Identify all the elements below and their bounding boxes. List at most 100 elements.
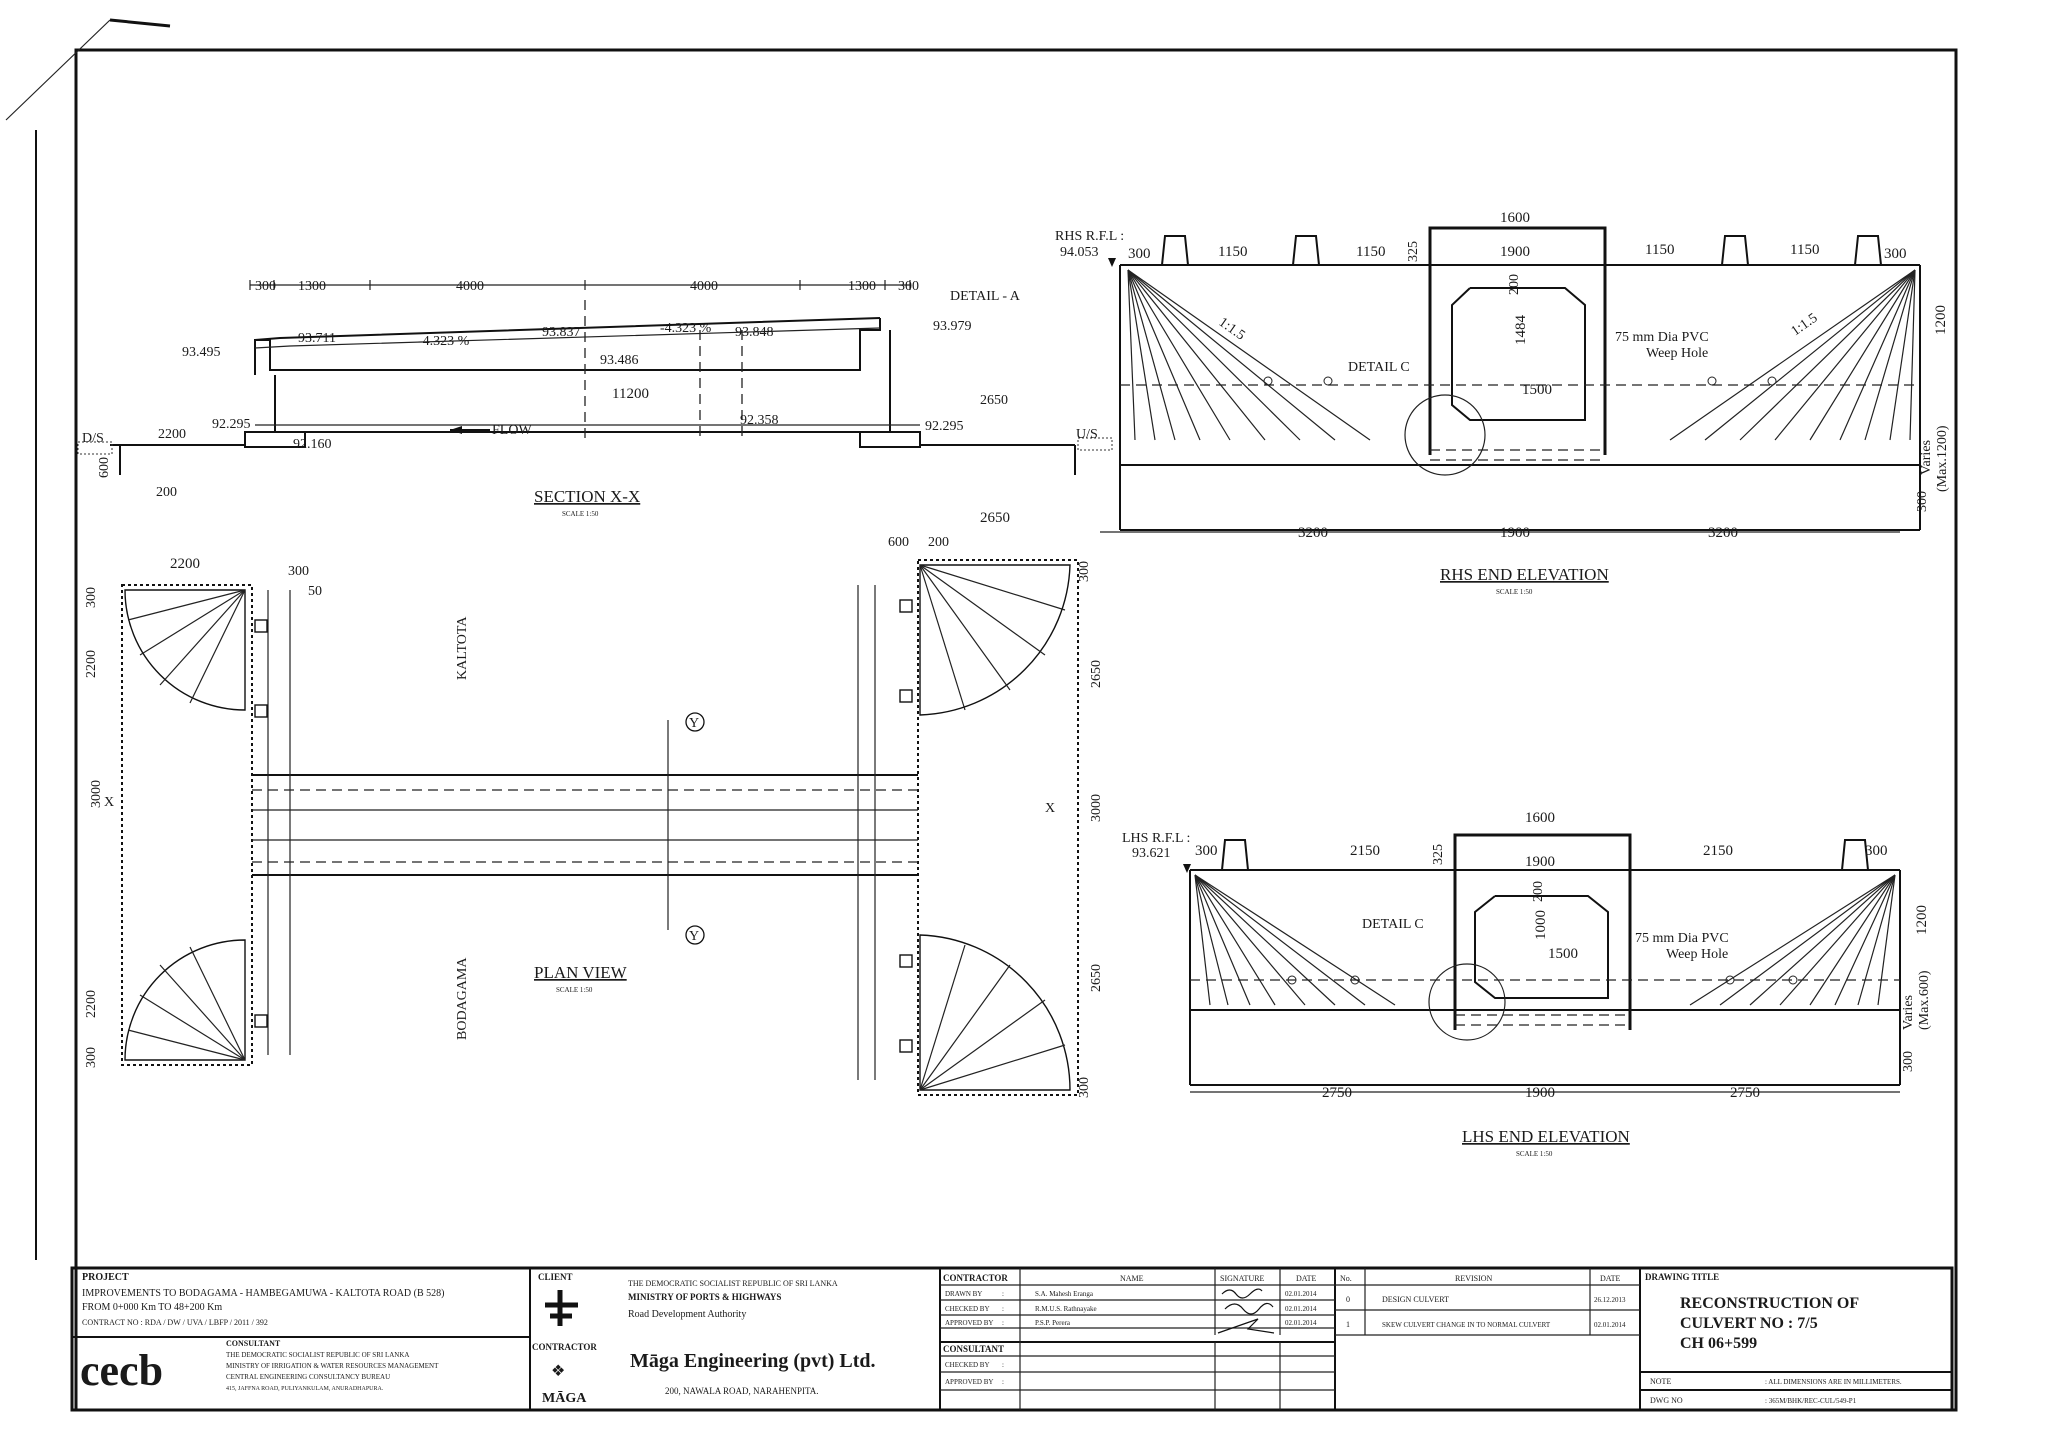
section-level: 92.160 [293, 437, 332, 452]
tb-contractor-name: Māga Engineering (pvt) Ltd. [630, 1350, 876, 1372]
rhs-vdim: 200 [1507, 274, 1522, 295]
tb-row-name: R.M.U.S. Rathnayake [1035, 1305, 1097, 1313]
rhs-varies: Varies [1919, 440, 1934, 475]
rhs-end-elevation: RHS R.F.L : 94.053 300 1150 1150 1600 19… [1055, 210, 1950, 596]
lhs-weep-text-2: Weep Hole [1666, 947, 1728, 962]
section-dim: 300 [898, 279, 919, 294]
section-level: 93.711 [298, 331, 336, 346]
tb-row-role: APPROVED BY [945, 1319, 993, 1327]
rhs-dim: 1900 [1500, 244, 1530, 260]
lhs-scale: SCALE 1:50 [1516, 1150, 1553, 1158]
plan-dim: 2200 [170, 556, 200, 572]
lhs-rfl-label: LHS R.F.L : [1122, 831, 1190, 846]
tb-contractor-addr: 200, NAWALA ROAD, NARAHENPITA. [665, 1386, 819, 1396]
tb-rev-no: 1 [1346, 1320, 1350, 1329]
section-level: 93.979 [933, 319, 972, 334]
plan-scale: SCALE 1:50 [556, 986, 593, 994]
section-level: 92.295 [212, 417, 251, 432]
rhs-rfl-label: RHS R.F.L : [1055, 229, 1124, 244]
tb-row-date: 02.01.2014 [1285, 1290, 1317, 1298]
sheet-border [5, 18, 1958, 1412]
tb-cons-role: CHECKED BY [945, 1361, 990, 1369]
rhs-dim: 1600 [1500, 210, 1530, 226]
tb-rev-text: SKEW CULVERT CHANGE IN TO NORMAL CULVERT [1382, 1321, 1551, 1329]
rhs-weep-text-1: 75 mm Dia PVC [1615, 330, 1709, 345]
plan-vdim: 2650 [1089, 660, 1104, 688]
lhs-vdim: 325 [1431, 844, 1446, 865]
plan-dim: 600 [888, 535, 909, 550]
tb-row-name: P.S.P. Perera [1035, 1319, 1071, 1327]
plan-title: PLAN VIEW [534, 963, 628, 982]
section-detail-a: DETAIL - A [950, 289, 1021, 304]
tb-row-sep: : [1002, 1290, 1004, 1298]
tb-client-3: Road Development Authority [628, 1309, 746, 1320]
section-dim: 300 [255, 279, 276, 294]
tb-dt-1: RECONSTRUCTION OF [1680, 1295, 1859, 1312]
rhs-detail-label: DETAIL C [1348, 360, 1410, 375]
tb-dt-3: CH 06+599 [1680, 1335, 1757, 1352]
tb-dwg-label: DWG NO [1650, 1396, 1683, 1405]
tb-client-label: CLIENT [538, 1272, 573, 1282]
section-level: 92.295 [925, 419, 964, 434]
tb-note-text: : ALL DIMENSIONS ARE IN MILLIMETERS. [1765, 1378, 1902, 1386]
rhs-left-fan [1127, 269, 1371, 441]
tb-project-1: IMPROVEMENTS TO BODAGAMA - HAMBEGAMUWA -… [82, 1288, 444, 1299]
plan-fan-lines [127, 564, 1066, 1091]
lhs-dim: 2150 [1703, 843, 1733, 859]
rhs-dim: 300 [1128, 246, 1151, 262]
lhs-varies-max: (Max.600) [1917, 970, 1932, 1030]
tb-row-date: 02.01.2014 [1285, 1305, 1317, 1313]
rhs-bottom-dim: 3200 [1298, 525, 1328, 541]
maga-logo: MĀGA [542, 1390, 587, 1406]
lhs-right-fan [1689, 874, 1896, 1006]
tb-dt-2: CULVERT NO : 7/5 [1680, 1315, 1818, 1332]
section-dim: 4000 [690, 279, 718, 294]
tb-row-role: CHECKED BY [945, 1305, 990, 1313]
plan-x-mark: X [1045, 801, 1055, 816]
tb-rev-date: 26.12.2013 [1594, 1296, 1626, 1304]
section-right-dim: 2650 [980, 393, 1008, 408]
cecb-logo: cecb [80, 1346, 163, 1395]
plan-vdim: 2650 [1089, 964, 1104, 992]
tb-consultant-2: MINISTRY OF IRRIGATION & WATER RESOURCES… [226, 1362, 439, 1370]
lhs-guard-posts [1221, 839, 1869, 871]
tb-sig-consultant: CONSULTANT [943, 1344, 1004, 1354]
rhs-guard-posts [1161, 235, 1882, 266]
lhs-detail-label: DETAIL C [1362, 917, 1424, 932]
section-flow: FLOW [492, 423, 532, 438]
rhs-dim: 1150 [1218, 244, 1247, 260]
rhs-vdim: 325 [1406, 241, 1421, 262]
section-scale: SCALE 1:50 [562, 510, 599, 518]
tb-col-name: NAME [1120, 1274, 1144, 1283]
rhs-scale: SCALE 1:50 [1496, 588, 1533, 596]
rhs-base-300: 300 [1915, 491, 1930, 512]
tb-note-label: NOTE [1650, 1377, 1671, 1386]
lhs-rfl-value: 93.621 [1132, 846, 1171, 861]
rhs-weep-text-2: Weep Hole [1646, 346, 1708, 361]
section-dim: 4000 [456, 279, 484, 294]
lhs-weep-holes [1287, 975, 1798, 985]
rhs-title: RHS END ELEVATION [1440, 565, 1609, 584]
lhs-left-fan [1194, 874, 1396, 1006]
plan-view: Y Y X X KALTOTA BODAGAMA 2200 300 50 300… [84, 510, 1104, 1098]
plan-y-mark: Y [689, 929, 699, 944]
lhs-vdim: 200 [1531, 881, 1546, 902]
tb-consultant-1: THE DEMOCRATIC SOCIALIST REPUBLIC OF SRI… [226, 1351, 409, 1359]
rhs-dim: 1150 [1645, 242, 1674, 258]
tb-client-2: MINISTRY OF PORTS & HIGHWAYS [628, 1292, 781, 1302]
plan-dim: 200 [928, 535, 949, 550]
tb-project-label: PROJECT [82, 1272, 129, 1283]
section-us: U/S [1076, 427, 1098, 442]
tb-dwg-text: : 365M/BHK/REC-CUL/549-P1 [1765, 1397, 1857, 1405]
tb-contract-no: CONTRACT NO : RDA / DW / UVA / LBFP / 20… [82, 1318, 268, 1327]
plan-dim: 2650 [980, 510, 1010, 526]
plan-vdim: 300 [84, 1047, 99, 1068]
lhs-end-elevation: LHS R.F.L : 93.621 300 2150 1600 1900 21… [1122, 810, 1932, 1158]
plan-x-mark: X [104, 795, 114, 810]
tb-consultant-3: CENTRAL ENGINEERING CONSULTANCY BUREAU [226, 1373, 390, 1381]
plan-y-mark: Y [689, 716, 699, 731]
tb-consultant-label: CONSULTANT [226, 1339, 281, 1348]
section-title: SECTION X-X [534, 487, 640, 506]
section-ds: D/S [82, 431, 104, 446]
lhs-dim: 300 [1195, 843, 1218, 859]
